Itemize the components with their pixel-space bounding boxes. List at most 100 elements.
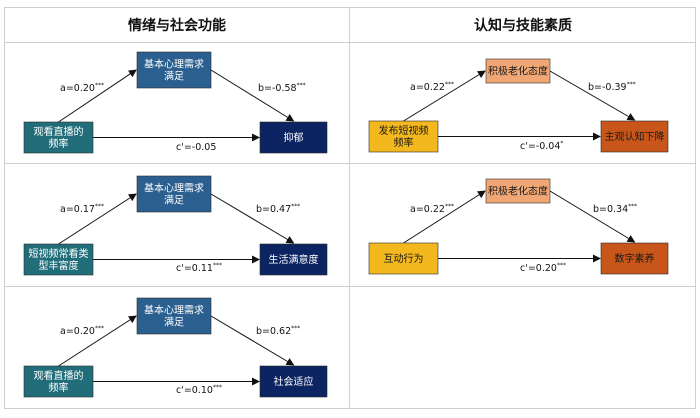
- mediator-box-label: 满足: [164, 317, 184, 329]
- path-b-arrow: [210, 193, 295, 244]
- coef-c: c'=-0.05: [176, 142, 216, 153]
- predictor-box-label: 发布短视频: [379, 124, 429, 137]
- coef-a-value: a=0.17: [60, 204, 95, 215]
- predictor-box-rect: [368, 120, 439, 153]
- path-b-arrow: [210, 315, 295, 366]
- coef-c-sig: ***: [557, 262, 566, 269]
- outcome-box-rect: [259, 243, 328, 276]
- predictor-box-label: 频率: [394, 136, 414, 149]
- path-a-arrow: [58, 315, 137, 367]
- outcome-box-rect: [600, 242, 669, 275]
- mediator-box-label: 基本心理需求: [144, 182, 204, 195]
- coef-c-sig: ***: [213, 262, 222, 269]
- mediator-box-rect: [136, 297, 212, 335]
- predictor-box-label: 频率: [49, 381, 69, 394]
- mediator-box: 积极老化态度: [485, 178, 551, 204]
- mediation-panel-5: 基本心理需求满足观看直播的频率社会适应a=0.20***b=0.62***c'=…: [23, 297, 328, 398]
- mediator-box-rect: [485, 58, 551, 84]
- coef-a: a=0.20***: [60, 82, 104, 94]
- mediator-box-label: 基本心理需求: [144, 58, 204, 71]
- coef-c-value: c'=0.11: [176, 263, 213, 274]
- coef-b: b=-0.39***: [588, 81, 636, 93]
- outcome-box-rect: [259, 121, 328, 154]
- mediator-box: 积极老化态度: [485, 58, 551, 84]
- coef-a-value: a=0.22: [410, 82, 445, 93]
- mediator-box-rect: [136, 175, 212, 213]
- coef-c: c'=0.10***: [176, 384, 222, 396]
- coef-c-value: c'=0.10: [176, 385, 213, 396]
- coef-a-sig: ***: [445, 81, 454, 88]
- coef-c-value: c'=-0.04: [520, 141, 560, 152]
- coef-c: c'=-0.04*: [520, 140, 563, 152]
- header-left: 情绪与社会功能: [128, 17, 226, 34]
- outcome-box-rect: [259, 365, 328, 398]
- mediator-box-rect: [136, 51, 212, 89]
- coef-c-value: c'=-0.05: [176, 142, 216, 153]
- predictor-box-label: 频率: [49, 137, 69, 150]
- coef-b-value: b=0.47: [256, 204, 291, 215]
- coef-a-sig: ***: [95, 82, 104, 89]
- coef-a-sig: ***: [95, 325, 104, 332]
- coef-a: a=0.17***: [60, 203, 104, 215]
- predictor-box-label: 短视频常看类: [29, 247, 89, 260]
- predictor-box-rect: [23, 365, 94, 398]
- coef-a-value: a=0.22: [410, 204, 445, 215]
- coef-c-value: c'=0.20: [520, 263, 557, 274]
- path-a-arrow: [58, 69, 137, 123]
- mediation-panel-4: 积极老化态度互动行为数字素养a=0.22***b=0.34***c'=0.20*…: [368, 178, 669, 275]
- coef-b-sig: ***: [627, 81, 636, 88]
- coef-c: c'=0.11***: [176, 262, 222, 274]
- coef-c: c'=0.20***: [520, 262, 566, 274]
- coef-a-value: a=0.20: [60, 326, 95, 337]
- path-a-arrow: [403, 70, 486, 122]
- coef-b-value: b=0.62: [256, 326, 291, 337]
- coef-b: b=0.62***: [256, 325, 300, 337]
- coef-a: a=0.20***: [60, 325, 104, 337]
- predictor-box: 互动行为: [368, 242, 439, 275]
- mediation-panel-2: 积极老化态度发布短视频频率主观认知下降a=0.22***b=-0.39***c'…: [368, 58, 669, 153]
- mediator-box-label: 基本心理需求: [144, 304, 204, 317]
- coef-a-sig: ***: [95, 203, 104, 210]
- outcome-box-label: 数字素养: [615, 252, 655, 265]
- predictor-box-rect: [23, 243, 94, 276]
- predictor-box-rect: [368, 242, 439, 275]
- coef-b: b=0.47***: [256, 203, 300, 215]
- outcome-box-label: 抑郁: [284, 131, 304, 144]
- coef-b-sig: ***: [291, 325, 300, 332]
- path-a-arrow: [403, 190, 486, 244]
- coef-b: b=0.34***: [593, 203, 637, 215]
- predictor-box-label: 互动行为: [384, 252, 424, 265]
- path-a-arrow: [58, 193, 137, 245]
- coef-a: a=0.22***: [410, 203, 454, 215]
- outcome-box: 社会适应: [259, 365, 328, 398]
- outcome-box: 抑郁: [259, 121, 328, 154]
- predictor-box-label: 观看直播的: [34, 369, 84, 382]
- outcome-box: 主观认知下降: [600, 120, 669, 153]
- path-b-arrow: [549, 70, 636, 121]
- predictor-box-label: 型丰富度: [39, 259, 79, 272]
- predictor-box-rect: [23, 121, 94, 154]
- coef-b-value: b=-0.39: [588, 82, 627, 93]
- outcome-box: 数字素养: [600, 242, 669, 275]
- mediator-box-label: 积极老化态度: [488, 185, 548, 198]
- coef-b-value: b=0.34: [593, 204, 628, 215]
- coef-a-value: a=0.20: [60, 83, 95, 94]
- mediator-box-rect: [485, 178, 551, 204]
- path-b-arrow: [210, 69, 295, 122]
- outcome-box: 生活满意度: [259, 243, 328, 276]
- outcome-box-label: 生活满意度: [269, 253, 319, 266]
- coef-a: a=0.22***: [410, 81, 454, 93]
- path-b-arrow: [549, 190, 636, 243]
- coef-b-sig: ***: [628, 203, 637, 210]
- coef-a-sig: ***: [445, 203, 454, 210]
- coef-c-sig: *: [560, 140, 563, 147]
- outcome-box-label: 社会适应: [274, 375, 314, 388]
